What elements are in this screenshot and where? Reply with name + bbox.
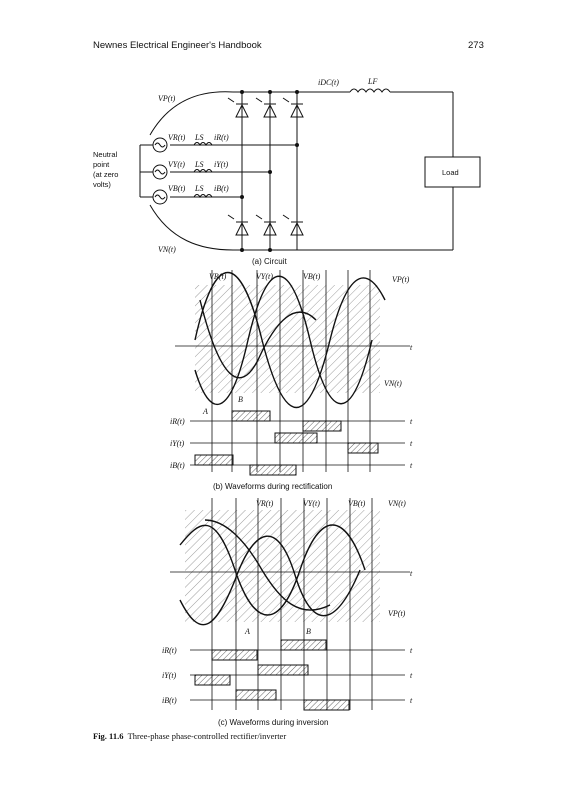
page-number: 273	[468, 40, 484, 51]
b-angle-a: A	[202, 407, 208, 416]
b-label-vp: VP(t)	[392, 275, 410, 284]
phase-y-current: iY(t)	[214, 160, 229, 169]
phase-r-inductor: LS	[194, 133, 203, 142]
c-axis-t: t	[410, 569, 413, 578]
b-label-ib: iB(t)	[170, 461, 185, 470]
phase-y-voltage: VY(t)	[168, 160, 185, 169]
b-label-vb: VB(t)	[303, 272, 321, 281]
vp-label: VP(t)	[158, 94, 176, 103]
b-current-t2: t	[410, 439, 413, 448]
b-label-iy: iY(t)	[170, 439, 185, 448]
neutral-line-4: volts)	[93, 180, 111, 189]
lf-label: LF	[367, 77, 377, 86]
c-angle-a: A	[244, 627, 250, 636]
b-current-t3: t	[410, 461, 413, 470]
waveform-rectification	[175, 270, 410, 476]
neutral-line-2: point	[93, 160, 110, 169]
idc-label: iDC(t)	[318, 78, 339, 87]
phase-b-voltage: VB(t)	[168, 184, 186, 193]
c-label-iy: iY(t)	[162, 671, 177, 680]
c-label-vb: VB(t)	[348, 499, 366, 508]
circuit-diagram	[139, 88, 481, 251]
figure-number: Fig. 11.6	[93, 731, 124, 741]
c-label-vn: VN(t)	[388, 499, 406, 508]
b-current-t1: t	[410, 417, 413, 426]
subcaption-c: (c) Waveforms during inversion	[218, 718, 328, 727]
vn-label: VN(t)	[158, 245, 176, 254]
load-box	[424, 156, 481, 188]
subcaption-b: (b) Waveforms during rectification	[213, 482, 332, 491]
c-label-vp: VP(t)	[388, 609, 406, 618]
figure-caption-text: Three-phase phase-controlled rectifier/i…	[127, 731, 287, 741]
figure-caption: Fig. 11.6 Three-phase phase-controlled r…	[93, 731, 286, 741]
load-label: Load	[442, 168, 459, 177]
c-label-ir: iR(t)	[162, 646, 177, 655]
running-header-title: Newnes Electrical Engineer's Handbook	[93, 40, 262, 51]
c-label-vr: VR(t)	[256, 499, 274, 508]
c-current-t1: t	[410, 646, 413, 655]
phase-r-voltage: VR(t)	[168, 133, 186, 142]
phase-y-inductor: LS	[194, 160, 203, 169]
b-axis-t: t	[410, 343, 413, 352]
b-label-vy: VY(t)	[256, 272, 273, 281]
b-label-vr: VR(t)	[209, 272, 227, 281]
phase-b-current: iB(t)	[214, 184, 229, 193]
phase-r-current: iR(t)	[214, 133, 229, 142]
neutral-line-1: Neutral	[93, 150, 118, 159]
b-label-vn: VN(t)	[384, 379, 402, 388]
c-current-t2: t	[410, 671, 413, 680]
c-label-vy: VY(t)	[303, 499, 320, 508]
c-current-t3: t	[410, 696, 413, 705]
b-angle-b: B	[238, 395, 243, 404]
waveform-inversion	[170, 498, 410, 711]
subcaption-a: (a) Circuit	[252, 257, 287, 266]
phase-b-inductor: LS	[194, 184, 203, 193]
c-angle-b: B	[306, 627, 311, 636]
c-label-ib: iB(t)	[162, 696, 177, 705]
neutral-line-3: (at zero	[93, 170, 118, 179]
b-label-ir: iR(t)	[170, 417, 185, 426]
